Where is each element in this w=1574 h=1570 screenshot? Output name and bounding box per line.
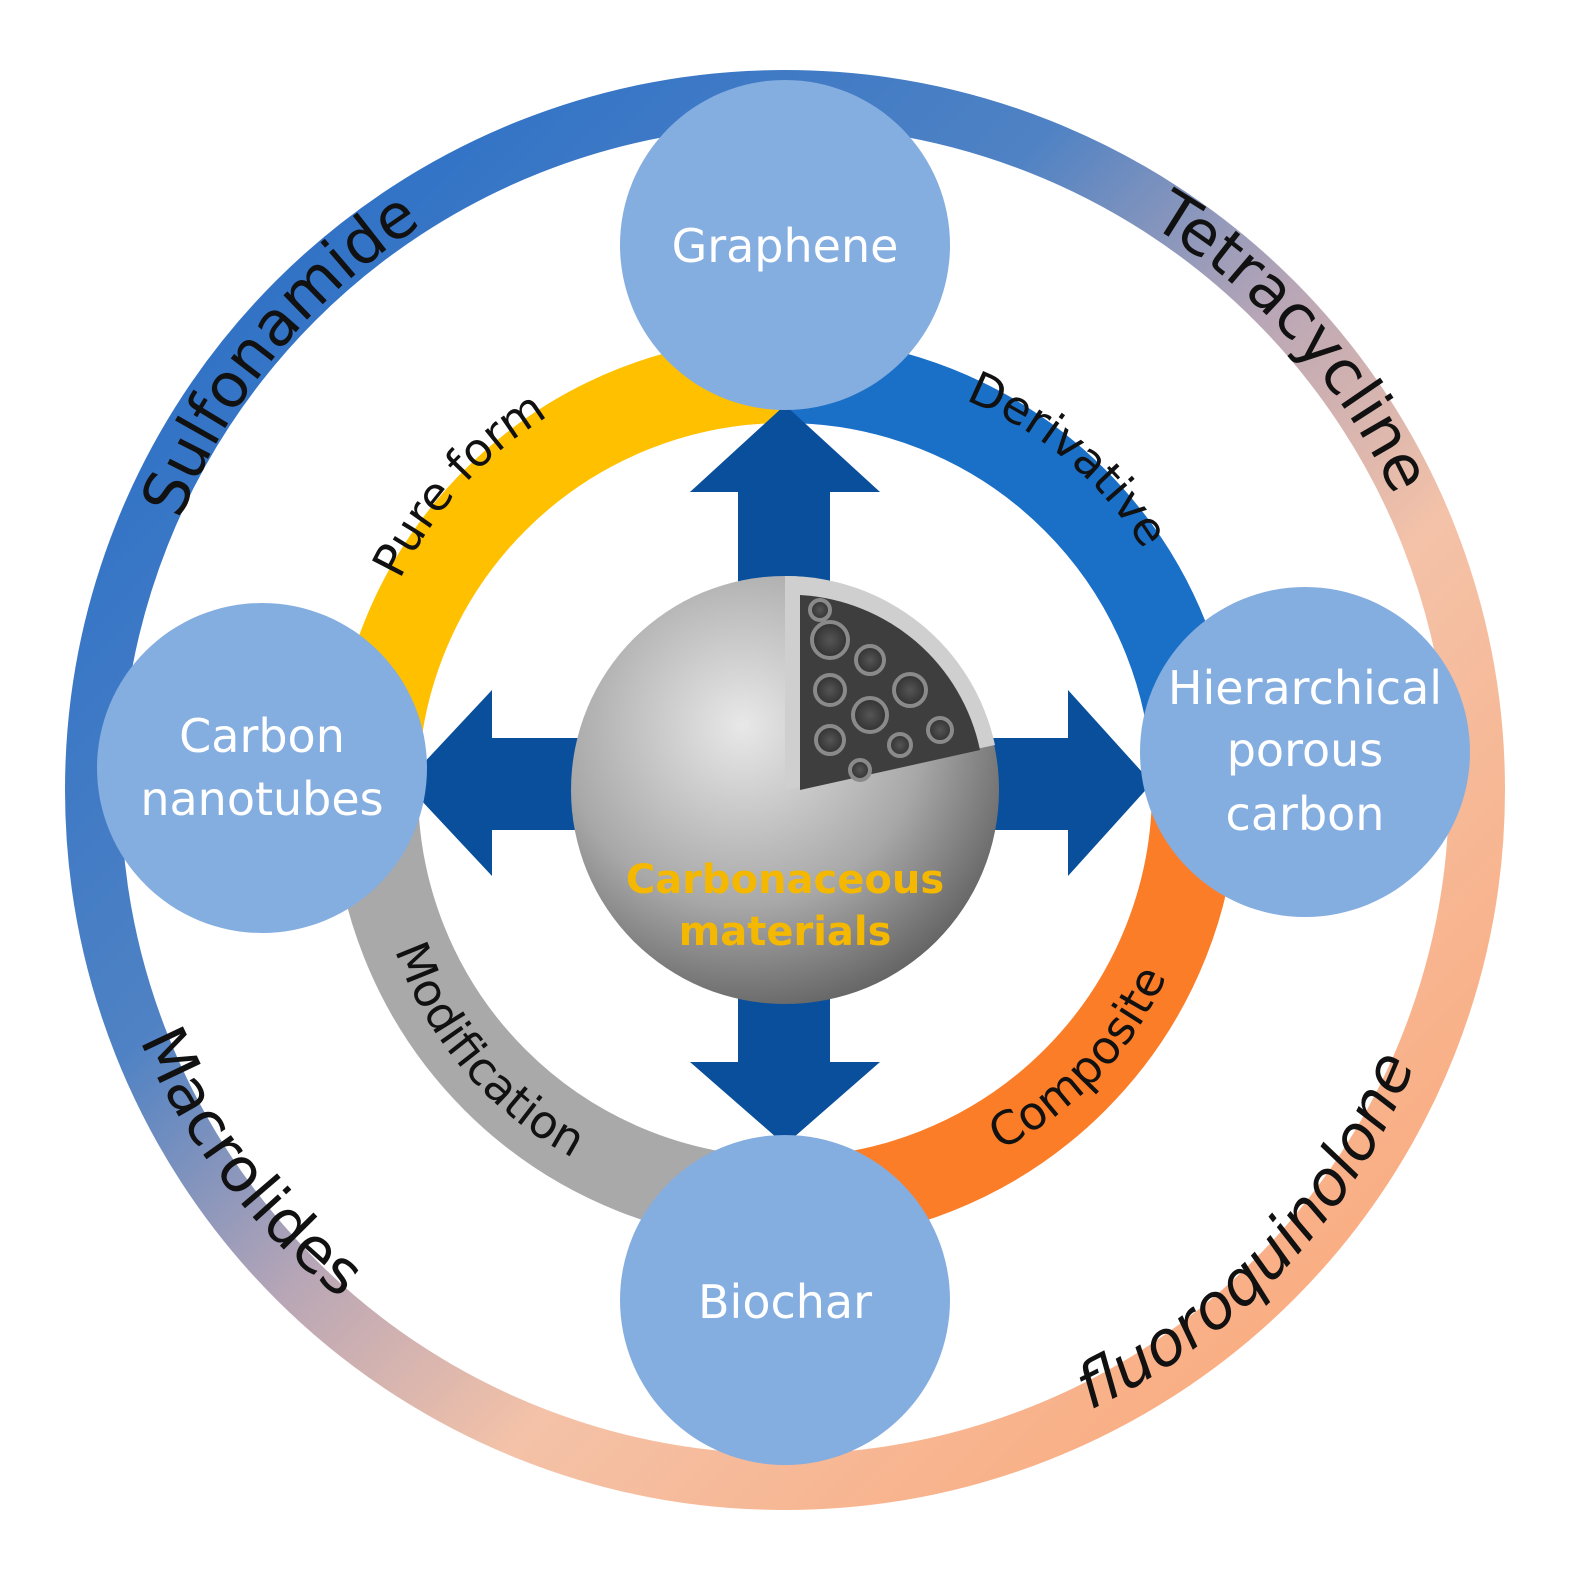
pores <box>808 598 954 782</box>
arrow-up-head <box>690 405 880 492</box>
arrow-down-head <box>690 1062 880 1145</box>
center-label-line2: materials <box>679 909 892 955</box>
label-sulfonamides: Sulfonamides <box>0 0 431 526</box>
node-hierarchical-label-1: Hierarchical <box>1168 661 1442 715</box>
arrow-right-head <box>1068 690 1152 876</box>
node-graphene-label: Graphene <box>672 219 899 273</box>
node-graphene: Graphene <box>620 80 950 410</box>
node-carbon-nanotubes-circle <box>97 603 427 933</box>
node-hierarchical-label-2: porous <box>1227 723 1384 777</box>
node-hierarchical-porous-carbon-circle <box>1140 587 1470 917</box>
center-sphere <box>571 575 999 1004</box>
node-carbon-nanotubes-label-1: Carbon <box>179 709 345 763</box>
node-carbon-nanotubes-label-2: nanotubes <box>140 772 383 826</box>
node-hierarchical-label-3: carbon <box>1226 787 1385 841</box>
node-carbon-nanotubes: Carbon nanotubes <box>97 603 427 933</box>
center-label-line1: Carbonaceous <box>626 857 944 903</box>
node-biochar-circle <box>620 1135 950 1465</box>
arrow-left-head <box>405 690 492 876</box>
node-graphene-circle <box>620 80 950 410</box>
node-hierarchical-porous-carbon: Hierarchical porous carbon <box>1140 587 1470 917</box>
node-biochar-label: Biochar <box>698 1275 872 1329</box>
node-biochar: Biochar <box>620 1135 950 1465</box>
